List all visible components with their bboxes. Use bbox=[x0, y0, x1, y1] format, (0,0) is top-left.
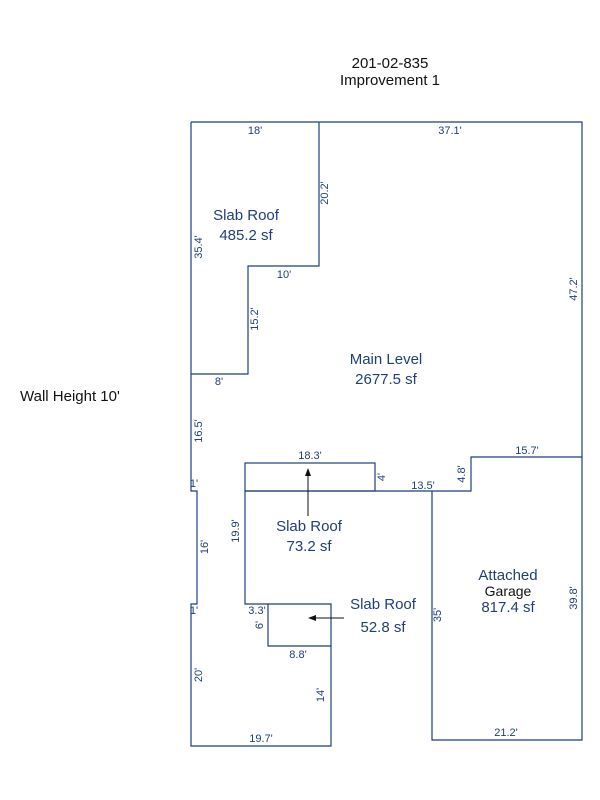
dim-8: 8' bbox=[215, 376, 223, 388]
slab-roof-2-name: Slab Roof bbox=[276, 518, 343, 535]
garage-sub: Garage bbox=[485, 583, 532, 599]
dim-39-8: 39.8' bbox=[568, 586, 580, 610]
dim-21-2: 21.2' bbox=[494, 727, 518, 739]
dim-1-bottom: 1' bbox=[190, 605, 198, 617]
dim-15-2: 15.2' bbox=[249, 307, 261, 331]
dim-4: 4' bbox=[376, 473, 388, 481]
dim-18: 18' bbox=[248, 125, 262, 137]
dim-19-9: 19.9' bbox=[230, 519, 242, 543]
dim-10: 10' bbox=[277, 269, 291, 281]
main-level-name: Main Level bbox=[350, 351, 423, 368]
dim-4-8: 4.8' bbox=[456, 465, 468, 482]
dim-8-8: 8.8' bbox=[289, 649, 306, 661]
dim-6: 6' bbox=[254, 621, 266, 629]
slab-roof-3-name: Slab Roof bbox=[350, 596, 417, 613]
slab-roof-2-sf: 73.2 sf bbox=[286, 538, 332, 555]
dim-14: 14' bbox=[315, 688, 327, 702]
slab-roof-3-arrowhead bbox=[308, 615, 316, 621]
dim-19-7: 19.7' bbox=[249, 733, 273, 745]
dim-16-5: 16.5' bbox=[193, 419, 205, 443]
slab-roof-1-name: Slab Roof bbox=[213, 207, 280, 224]
parcel-id: 201-02-835 bbox=[352, 55, 429, 72]
slab-roof-2-box bbox=[244, 462, 376, 492]
dim-1-top: 1' bbox=[190, 478, 198, 490]
slab-roof-1-boundary bbox=[191, 122, 320, 375]
dim-20-2: 20.2' bbox=[319, 181, 331, 205]
main-level-outline bbox=[190, 121, 583, 747]
improvement-label: Improvement 1 bbox=[340, 72, 440, 89]
slab-roof-2-arrowhead bbox=[305, 468, 311, 476]
wall-height-label: Wall Height 10' bbox=[20, 388, 120, 405]
garage-name: Attached bbox=[478, 567, 537, 584]
slab-roof-1-sf: 485.2 sf bbox=[219, 227, 273, 244]
main-level-sf: 2677.5 sf bbox=[355, 371, 418, 388]
dim-47-2: 47.2' bbox=[568, 277, 580, 301]
garage-sf: 817.4 sf bbox=[481, 599, 535, 616]
dim-35: 35' bbox=[432, 608, 444, 622]
dim-16: 16' bbox=[199, 540, 211, 554]
dim-18-3: 18.3' bbox=[298, 450, 322, 462]
dim-37-1: 37.1' bbox=[438, 125, 462, 137]
dim-15-7: 15.7' bbox=[515, 445, 539, 457]
garage-outline bbox=[431, 457, 583, 741]
dim-20: 20' bbox=[193, 668, 205, 682]
dim-13-5: 13.5' bbox=[411, 480, 435, 492]
slab-roof-3-sf: 52.8 sf bbox=[360, 619, 406, 636]
dim-3-3: 3.3' bbox=[248, 605, 265, 617]
dim-35-4: 35.4' bbox=[193, 235, 205, 259]
slab-roof-3-box bbox=[268, 603, 332, 646]
